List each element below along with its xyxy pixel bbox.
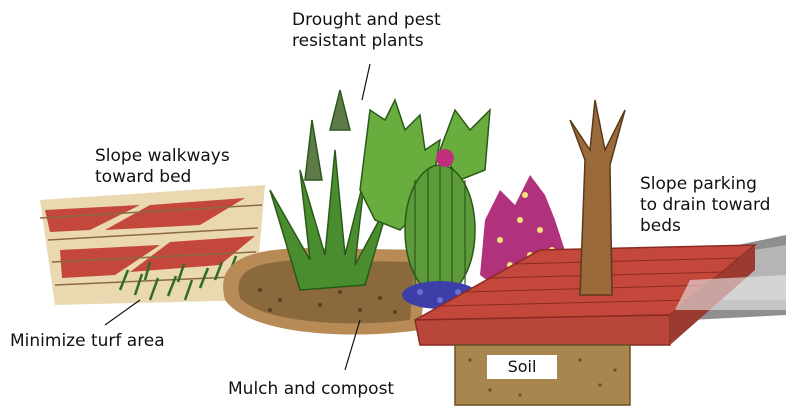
label-drought-plants: Drought and pest resistant plants <box>292 10 441 52</box>
label-slope-walkways-line2: toward bed <box>95 167 230 188</box>
label-minimize-turf: Minimize turf area <box>10 331 165 352</box>
label-mulch-compost: Mulch and compost <box>228 379 394 400</box>
label-slope-walkways: Slope walkways toward bed <box>95 146 230 188</box>
label-slope-parking-line1: Slope parking <box>640 174 770 195</box>
label-drought-plants-line1: Drought and pest <box>292 10 441 31</box>
label-soil: Soil <box>487 355 557 379</box>
label-slope-parking: Slope parking to drain toward beds <box>640 174 770 237</box>
label-slope-parking-line2: to drain toward <box>640 195 770 216</box>
label-slope-parking-line3: beds <box>640 216 770 237</box>
label-drought-plants-line2: resistant plants <box>292 31 441 52</box>
label-slope-walkways-line1: Slope walkways <box>95 146 230 167</box>
